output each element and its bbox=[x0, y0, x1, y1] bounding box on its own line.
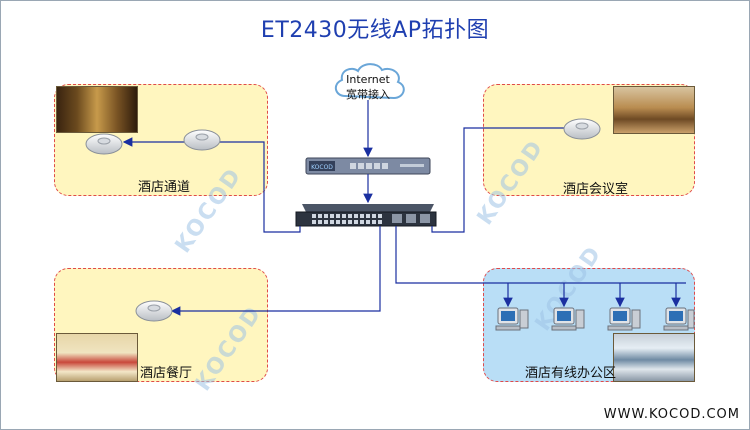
router-icon: KOCOD bbox=[305, 157, 431, 175]
desktop-computer-icon bbox=[607, 307, 641, 331]
office-photo bbox=[613, 333, 695, 382]
label-hotel-dining-room: 酒店餐厅 bbox=[140, 366, 193, 381]
svg-text:KOCOD: KOCOD bbox=[311, 164, 333, 171]
internet-cloud-icon bbox=[334, 63, 405, 100]
corridor-photo bbox=[56, 86, 138, 133]
wireless-ap-icon bbox=[563, 118, 601, 140]
wireless-ap-icon bbox=[135, 300, 173, 322]
switch-icon bbox=[295, 204, 437, 227]
desktop-computer-icon bbox=[663, 307, 695, 331]
diagram-title: ET2430无线AP拓扑图 bbox=[260, 18, 490, 43]
website-url: WWW.KOCOD.COM bbox=[603, 407, 740, 422]
internet-label: Internet bbox=[346, 73, 390, 86]
broadband-access-label: 宽带接入 bbox=[346, 88, 390, 101]
wireless-ap-icon bbox=[183, 129, 221, 151]
label-hotel-corridor: 酒店通道 bbox=[138, 180, 191, 195]
desktop-computer-icon bbox=[551, 307, 585, 331]
label-hotel-wired-office: 酒店有线办公区 bbox=[525, 366, 617, 381]
label-hotel-meeting-room: 酒店会议室 bbox=[563, 182, 629, 197]
dining-room-photo bbox=[56, 333, 138, 382]
meeting-room-photo bbox=[613, 86, 695, 134]
wireless-ap-icon bbox=[85, 133, 123, 155]
desktop-computer-icon bbox=[495, 307, 529, 331]
